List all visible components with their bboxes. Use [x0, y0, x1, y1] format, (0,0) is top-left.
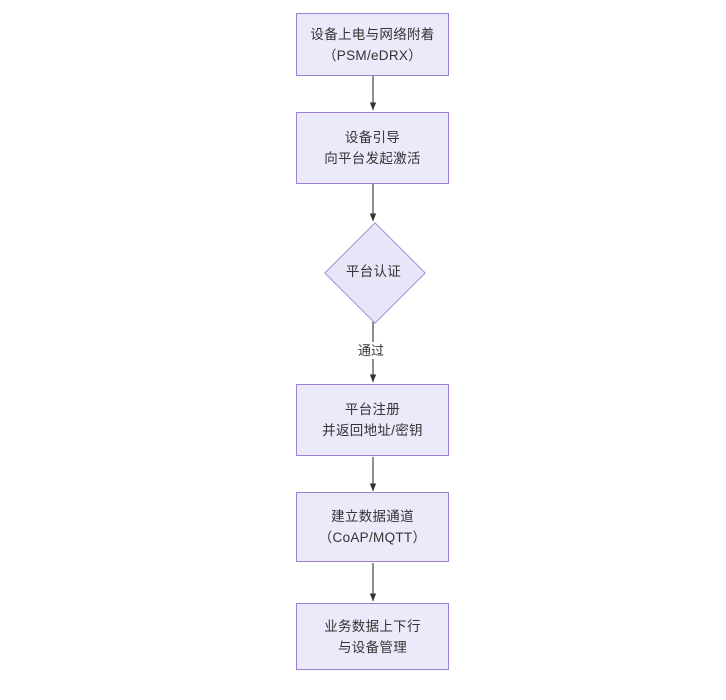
node-label-line: 建立数据通道 — [331, 509, 414, 524]
node-label-line: 设备引导 — [344, 130, 401, 145]
node-label-line: 平台注册 — [344, 402, 401, 417]
node-business-data[interactable]: 业务数据上下行 与设备管理 — [296, 603, 449, 670]
node-label-line: 业务数据上下行 — [324, 618, 421, 634]
node-label-line: 与设备管理 — [338, 639, 407, 655]
node-label-line: 平台认证 — [345, 264, 402, 279]
node-device-power-on[interactable]: 设备上电与网络附着 （PSM/eDRX） — [296, 13, 449, 76]
node-device-bootstrap[interactable]: 设备引导 向平台发起激活 — [296, 112, 449, 184]
node-platform-auth-decision[interactable]: 平台认证 — [323, 221, 426, 324]
node-label-line: （CoAP/MQTT） — [318, 530, 427, 545]
node-data-channel[interactable]: 建立数据通道 （CoAP/MQTT） — [296, 492, 449, 562]
node-platform-register[interactable]: 平台注册 并返回地址/密钥 — [296, 384, 449, 456]
node-label-line: 向平台发起激活 — [324, 151, 421, 166]
node-label-line: 设备上电与网络附着 — [310, 26, 435, 42]
node-label-line: 并返回地址/密钥 — [322, 423, 423, 438]
node-label-line: （PSM/eDRX） — [322, 47, 423, 63]
edge-label-pass: 通过 — [356, 342, 387, 359]
